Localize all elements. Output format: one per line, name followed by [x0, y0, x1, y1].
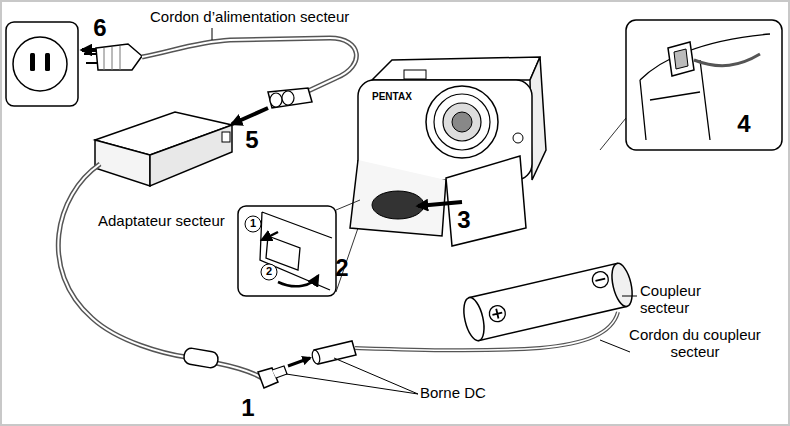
dc-cable: [58, 164, 262, 378]
step-number: 4: [732, 110, 756, 138]
part-label: Cordon du coupleur secteur: [620, 326, 770, 361]
step-number: 1: [236, 394, 260, 422]
step-number: 6: [88, 14, 112, 42]
leader-line: [334, 358, 418, 394]
step-number: 3: [452, 206, 476, 234]
leader-line: [600, 340, 630, 352]
cord-connector: [268, 88, 312, 108]
part-label: Borne DC: [420, 384, 520, 401]
part-label: Cordon d’alimentation secteur: [150, 8, 390, 25]
dc-socket: [311, 341, 356, 365]
step-number: 2: [330, 254, 354, 282]
step-arrow: [418, 202, 462, 206]
brand-text: PENTAX: [372, 91, 432, 103]
power-cord: [142, 38, 356, 92]
dc-cable: [58, 164, 262, 378]
leader-line: [286, 374, 418, 394]
dc-plug: [258, 366, 287, 388]
leader-line: [212, 28, 213, 40]
step-number: 5: [240, 126, 264, 154]
part-label: Coupleur secteur: [640, 282, 712, 317]
leader-line: [622, 296, 637, 297]
inset-detail: [600, 20, 782, 150]
step-arrow: [288, 358, 310, 366]
ferrite-core: [183, 347, 219, 369]
step-arrow: [232, 108, 268, 124]
mains-plug: [84, 44, 142, 70]
circled-number: 2: [262, 265, 276, 278]
wall-outlet: [6, 22, 78, 106]
ac-adapter: [95, 112, 232, 186]
part-label: Adaptateur secteur: [98, 212, 258, 229]
dc-coupler: [460, 261, 636, 342]
circled-number: 1: [246, 217, 260, 230]
power-cord: [142, 38, 356, 92]
camera: [350, 57, 546, 246]
inset-detail: [238, 206, 336, 296]
leader-line: [336, 200, 360, 210]
